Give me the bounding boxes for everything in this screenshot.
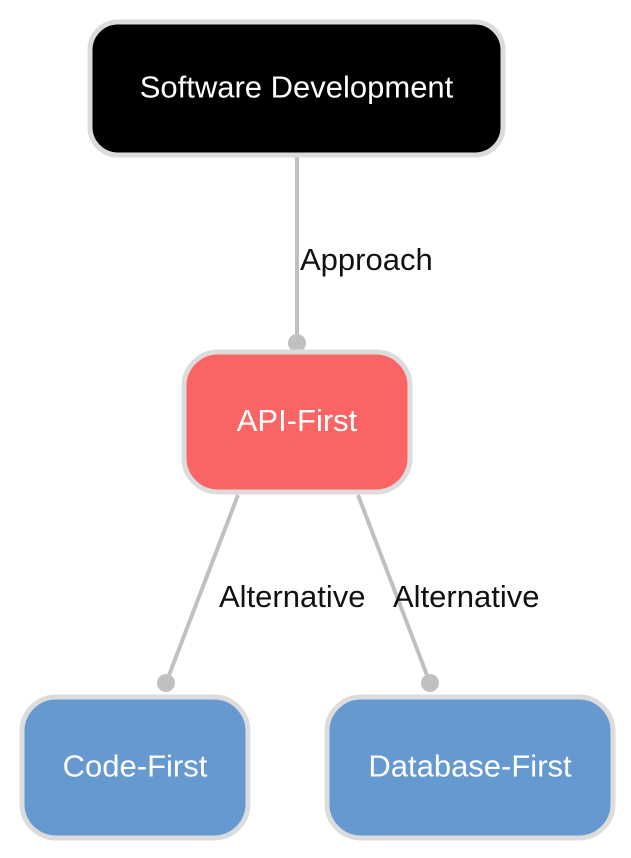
edge-approach[interactable] [288,155,306,352]
edge-approach-endpoint-dot [288,334,306,352]
edge-alternative-code-first-line [164,494,240,684]
node-code-first-label: Code-First [63,749,208,784]
nodes-layer: Software Development API-First Code-Firs… [19,19,616,841]
node-database-first[interactable]: Database-First [324,694,616,841]
edge-alternative-database-first-endpoint-dot [421,674,439,692]
node-api-first-label: API-First [237,403,358,438]
edges-layer [157,155,439,692]
edge-labels-layer: Approach Alternative Alternative [219,242,539,614]
node-software-development[interactable]: Software Development [87,19,506,158]
node-database-first-label: Database-First [368,749,572,784]
node-software-development-label: Software Development [140,70,454,105]
edge-label-alternative-database-first: Alternative [393,579,539,614]
edge-alternative-database-first-line [356,494,432,684]
edge-label-alternative-code-first: Alternative [219,579,365,614]
node-database-first-shape [324,694,616,841]
node-code-first-shape [19,694,251,841]
node-api-first[interactable]: API-First [181,349,413,495]
edge-alternative-code-first[interactable] [157,494,240,692]
node-code-first[interactable]: Code-First [19,694,251,841]
edge-label-approach: Approach [300,242,433,277]
edge-alternative-code-first-endpoint-dot [157,674,175,692]
node-api-first-shape [181,349,413,495]
node-software-development-shape [87,19,506,158]
edge-alternative-database-first[interactable] [356,494,439,692]
